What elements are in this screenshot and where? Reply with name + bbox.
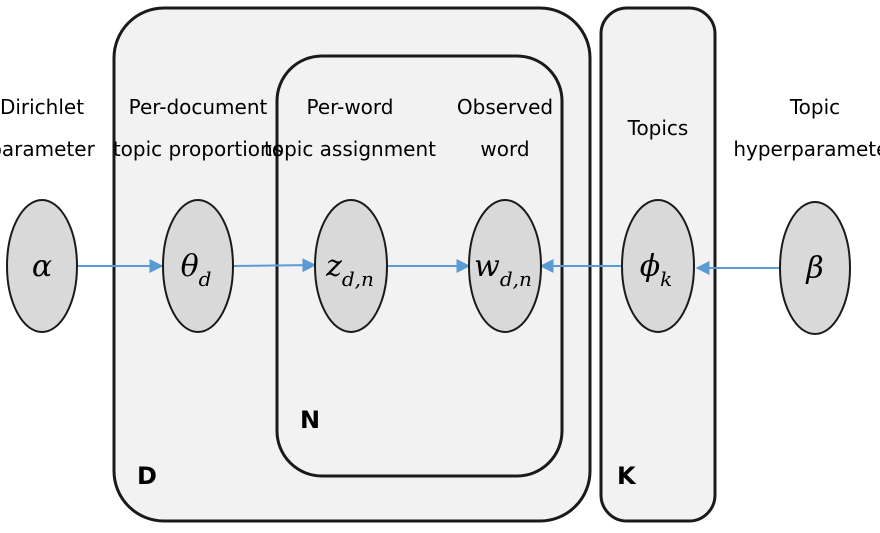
plate-letter-topics: K [617,462,637,490]
node-z-subscript: d,n [342,267,374,291]
label-dirichlet-parameter-line1: Dirichlet [0,95,84,119]
label-per-document-line1: Per-document [129,95,268,119]
node-phi-symbol: ϕ [640,249,660,284]
svg-text:α: α [32,249,52,284]
svg-text:zd,n: zd,n [325,249,374,291]
node-theta-symbol: θ [181,249,199,284]
label-observed-word-line2: word [480,137,529,161]
svg-text:wd,n: wd,n [474,249,532,291]
label-observed-word-line1: Observed [457,95,553,119]
node-beta-symbol: β [805,251,823,286]
node-w: wd,n [468,199,542,333]
plate-letter-documents: D [137,462,157,490]
node-phi: ϕk [621,199,695,333]
node-phi-subscript: k [660,267,672,291]
label-per-word-line2: topic assignment [264,137,436,161]
svg-text:ϕk: ϕk [640,249,673,291]
node-w-subscript: d,n [500,267,532,291]
node-theta-subscript: d [199,267,212,291]
node-z-symbol: z [325,249,342,284]
node-alpha-symbol: α [32,249,52,284]
label-topic-hyperparameter-line2: hyperparameter [733,137,880,161]
label-per-word-line1: Per-word [307,95,394,119]
node-theta: θd [162,199,234,333]
label-topic-hyperparameter-line1: Topic [789,95,840,119]
label-dirichlet-parameter-line2: parameter [0,137,96,161]
label-per-document-line2: topic proportions [113,137,283,161]
svg-text:β: β [805,251,823,286]
node-alpha: α [6,199,78,333]
plate-letter-words: N [300,406,320,434]
svg-text:θd: θd [181,249,212,291]
arrow-theta-to-z [232,258,317,273]
node-z: zd,n [314,199,388,333]
node-beta: β [779,201,851,335]
label-topics: Topics [627,116,689,140]
node-w-symbol: w [474,249,500,284]
